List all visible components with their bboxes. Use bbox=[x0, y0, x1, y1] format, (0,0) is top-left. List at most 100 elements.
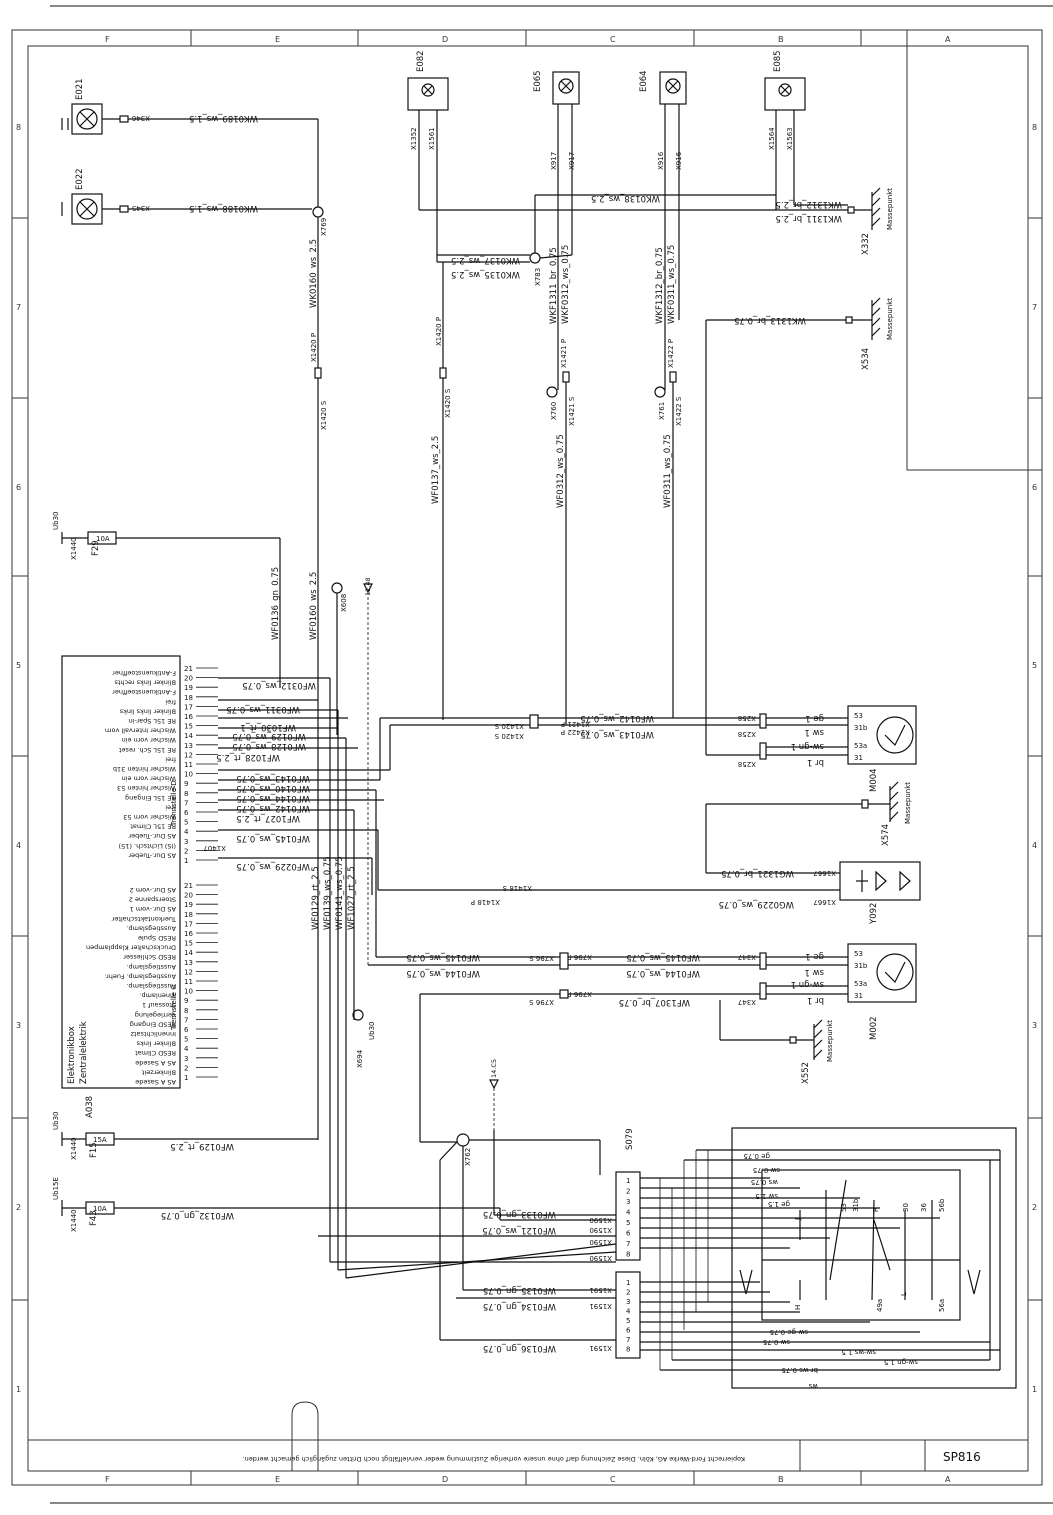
a038-lower-pin-num-19: 19 bbox=[184, 901, 193, 909]
label-a038-title-2: Zentralelektrik bbox=[79, 1021, 89, 1084]
label-sw-30: 30 bbox=[902, 1203, 910, 1212]
splice-x783 bbox=[529, 252, 541, 264]
a038-lower-pin-label-15: Druckschalter Klapplampen bbox=[86, 944, 176, 952]
label-x1421p: X1421 P bbox=[560, 339, 568, 368]
label-wk0160: WK0160_ws_2.5 bbox=[309, 239, 319, 308]
label-x332: X332 bbox=[861, 233, 871, 255]
label-wf0160: WF0160_ws_2.5 bbox=[309, 572, 319, 640]
label-wkf0311: WKF0311_ws_0.75 bbox=[667, 245, 677, 324]
label-x258-a: X258 bbox=[738, 714, 756, 722]
label-wf0132: WF0132_gn_0.75 bbox=[161, 1210, 234, 1220]
splice-x769 bbox=[312, 206, 324, 218]
fuse-f29: 10A F29 X1440 Ub30 bbox=[52, 512, 117, 560]
ground-x534: Massepunkt X534 bbox=[861, 297, 894, 370]
a038-upper-pin-label-2: AS Dur.-Tueber bbox=[128, 851, 176, 859]
s079-upper-pin-3: 3 bbox=[626, 1198, 630, 1206]
label-wkf1312: WKF1312_br_0.75 bbox=[655, 247, 665, 324]
ruler-number-left-2: 2 bbox=[16, 1203, 21, 1212]
label-x917-a: X917 bbox=[550, 152, 558, 170]
label-sw-36: 36 bbox=[920, 1203, 928, 1212]
splice-x760 bbox=[546, 386, 558, 398]
a038-upper-pin-num-9: 9 bbox=[184, 780, 188, 788]
s079-upper-pin-2: 2 bbox=[626, 1188, 630, 1196]
label-ub30-a: Ub30 bbox=[52, 512, 60, 530]
label-e065: E065 bbox=[533, 70, 543, 92]
motor-m002: 53 31b 53a 31 M002 bbox=[847, 943, 917, 1040]
a038-upper-pin-num-14: 14 bbox=[184, 732, 193, 740]
label-x1422p: X1422 P bbox=[667, 339, 675, 368]
label-wf0145m: WF0145_ws_0.75 bbox=[626, 952, 700, 962]
ruler-letter-bottom-B: B bbox=[778, 1475, 784, 1484]
label-wf1027v: WF1027_rt_2.5 bbox=[347, 866, 357, 930]
a038-upper-pin-label-10: Wischer vorn ein bbox=[122, 775, 176, 783]
label-ub30-x694: Ub30 bbox=[368, 1022, 376, 1040]
label-wf1307: WF1307_br_0.75 bbox=[619, 997, 690, 1007]
label-sw-L: L bbox=[900, 1292, 908, 1296]
switch-assembly-frame bbox=[731, 1127, 1017, 1389]
a038-upper-pin-num-15: 15 bbox=[184, 723, 193, 731]
label-x1422p-r: X1422 P bbox=[561, 728, 590, 736]
ruler-letter-bottom-D: D bbox=[442, 1475, 448, 1484]
label-x783: X783 bbox=[534, 268, 542, 286]
a038-lower-pin-label-12: Ausstiegslamp. Fuehr. bbox=[105, 972, 176, 980]
label-wk0188: WK0188_ws_1.5 bbox=[189, 203, 258, 213]
a038-lower-pin-label-18: Tuerkontaktschalter bbox=[111, 915, 177, 923]
ruler-number-left-5: 5 bbox=[16, 661, 21, 670]
terminal-x694 bbox=[352, 1009, 364, 1021]
label-m004-br1: br 1 bbox=[807, 757, 824, 767]
label-sw-R: R bbox=[872, 1207, 880, 1212]
a038-lower-pin-num-10: 10 bbox=[184, 988, 193, 996]
label-sw-swge075: sw-ge 0.75 bbox=[770, 1328, 808, 1336]
ruler-number-left-1: 1 bbox=[16, 1385, 21, 1394]
label-x1440-a: X1440 bbox=[70, 537, 78, 560]
ruler-number-right-5: 5 bbox=[1032, 661, 1037, 670]
label-wf0312b: WF0312_ws_0.75 bbox=[242, 680, 316, 690]
label-trennstelle-c: Trennstelle C bbox=[170, 985, 178, 1031]
label-wk0189: WK0189_ws_1.5 bbox=[189, 113, 258, 123]
label-x916-b: X916 bbox=[675, 151, 683, 170]
lamp-e082: E082 bbox=[407, 50, 449, 111]
a038-lower-pin-label-17: Ausstiegslamp. bbox=[126, 924, 176, 932]
switch-assembly-inner bbox=[761, 1169, 961, 1321]
label-x1561: X1561 bbox=[428, 127, 436, 150]
ruler-number-left-7: 7 bbox=[16, 303, 21, 312]
label-sw-49a: 49a bbox=[876, 1299, 884, 1312]
label-x345: X345 bbox=[132, 204, 150, 212]
label-f15: F15 bbox=[89, 1142, 99, 1158]
ruler-number-right-3: 3 bbox=[1032, 1021, 1037, 1030]
a038-lower-pin-num-15: 15 bbox=[184, 940, 193, 948]
label-wf0142: WF0142_ws_0.75 bbox=[236, 803, 310, 813]
label-m004-sw1: sw 1 bbox=[805, 727, 825, 737]
label-wf0129v: WF0129_rt_2.5 bbox=[311, 866, 321, 930]
a038-upper-pin-label-21: F-Antikuenstoeffner bbox=[112, 669, 176, 677]
label-wk0135: WK0135_ws_2.5 bbox=[451, 269, 520, 279]
label-sw-ge075: ge 0.75 bbox=[743, 1152, 770, 1160]
a038-upper-pin-label-17: Blinker links links bbox=[119, 707, 176, 715]
module-a038 bbox=[61, 655, 181, 1089]
a038-lower-pin-label-2: Blinkerzeit bbox=[141, 1068, 176, 1076]
ruler-letter-bottom-C: C bbox=[610, 1475, 616, 1484]
label-s079: S079 bbox=[625, 1128, 635, 1150]
label-e022: E022 bbox=[75, 168, 85, 190]
a038-upper-pin-num-5: 5 bbox=[184, 819, 188, 827]
label-ref1: 12.48 bbox=[364, 577, 372, 596]
a038-lower-pin-label-6: Innenlichtsatz bbox=[130, 1030, 176, 1038]
a038-upper-pin-label-4: AS Dur.-Tueber bbox=[128, 832, 176, 840]
label-m002-br1: br 1 bbox=[807, 995, 824, 1005]
label-wf0311b: WF0311_ws_0.75 bbox=[226, 704, 300, 714]
a038-lower-pin-num-21: 21 bbox=[184, 882, 193, 890]
s079-lower-pin-4: 4 bbox=[626, 1308, 631, 1316]
label-f29: F29 bbox=[91, 540, 101, 556]
ruler-letter-bottom-A: A bbox=[945, 1475, 951, 1484]
a038-upper-pin-num-16: 16 bbox=[184, 713, 193, 721]
label-wf0145r: WF0145_ws_0.75 bbox=[406, 952, 480, 962]
a038-lower-pin-num-20: 20 bbox=[184, 892, 193, 900]
a038-lower-pin-label-16: RESD Spule bbox=[138, 934, 176, 942]
label-wf1027: WF1027_rt_2.5 bbox=[236, 813, 300, 823]
ruler-letter-top-A: A bbox=[945, 35, 951, 44]
a038-upper-pin-num-7: 7 bbox=[184, 799, 188, 807]
label-wg1321: WG1321_br_0.75 bbox=[721, 868, 794, 878]
